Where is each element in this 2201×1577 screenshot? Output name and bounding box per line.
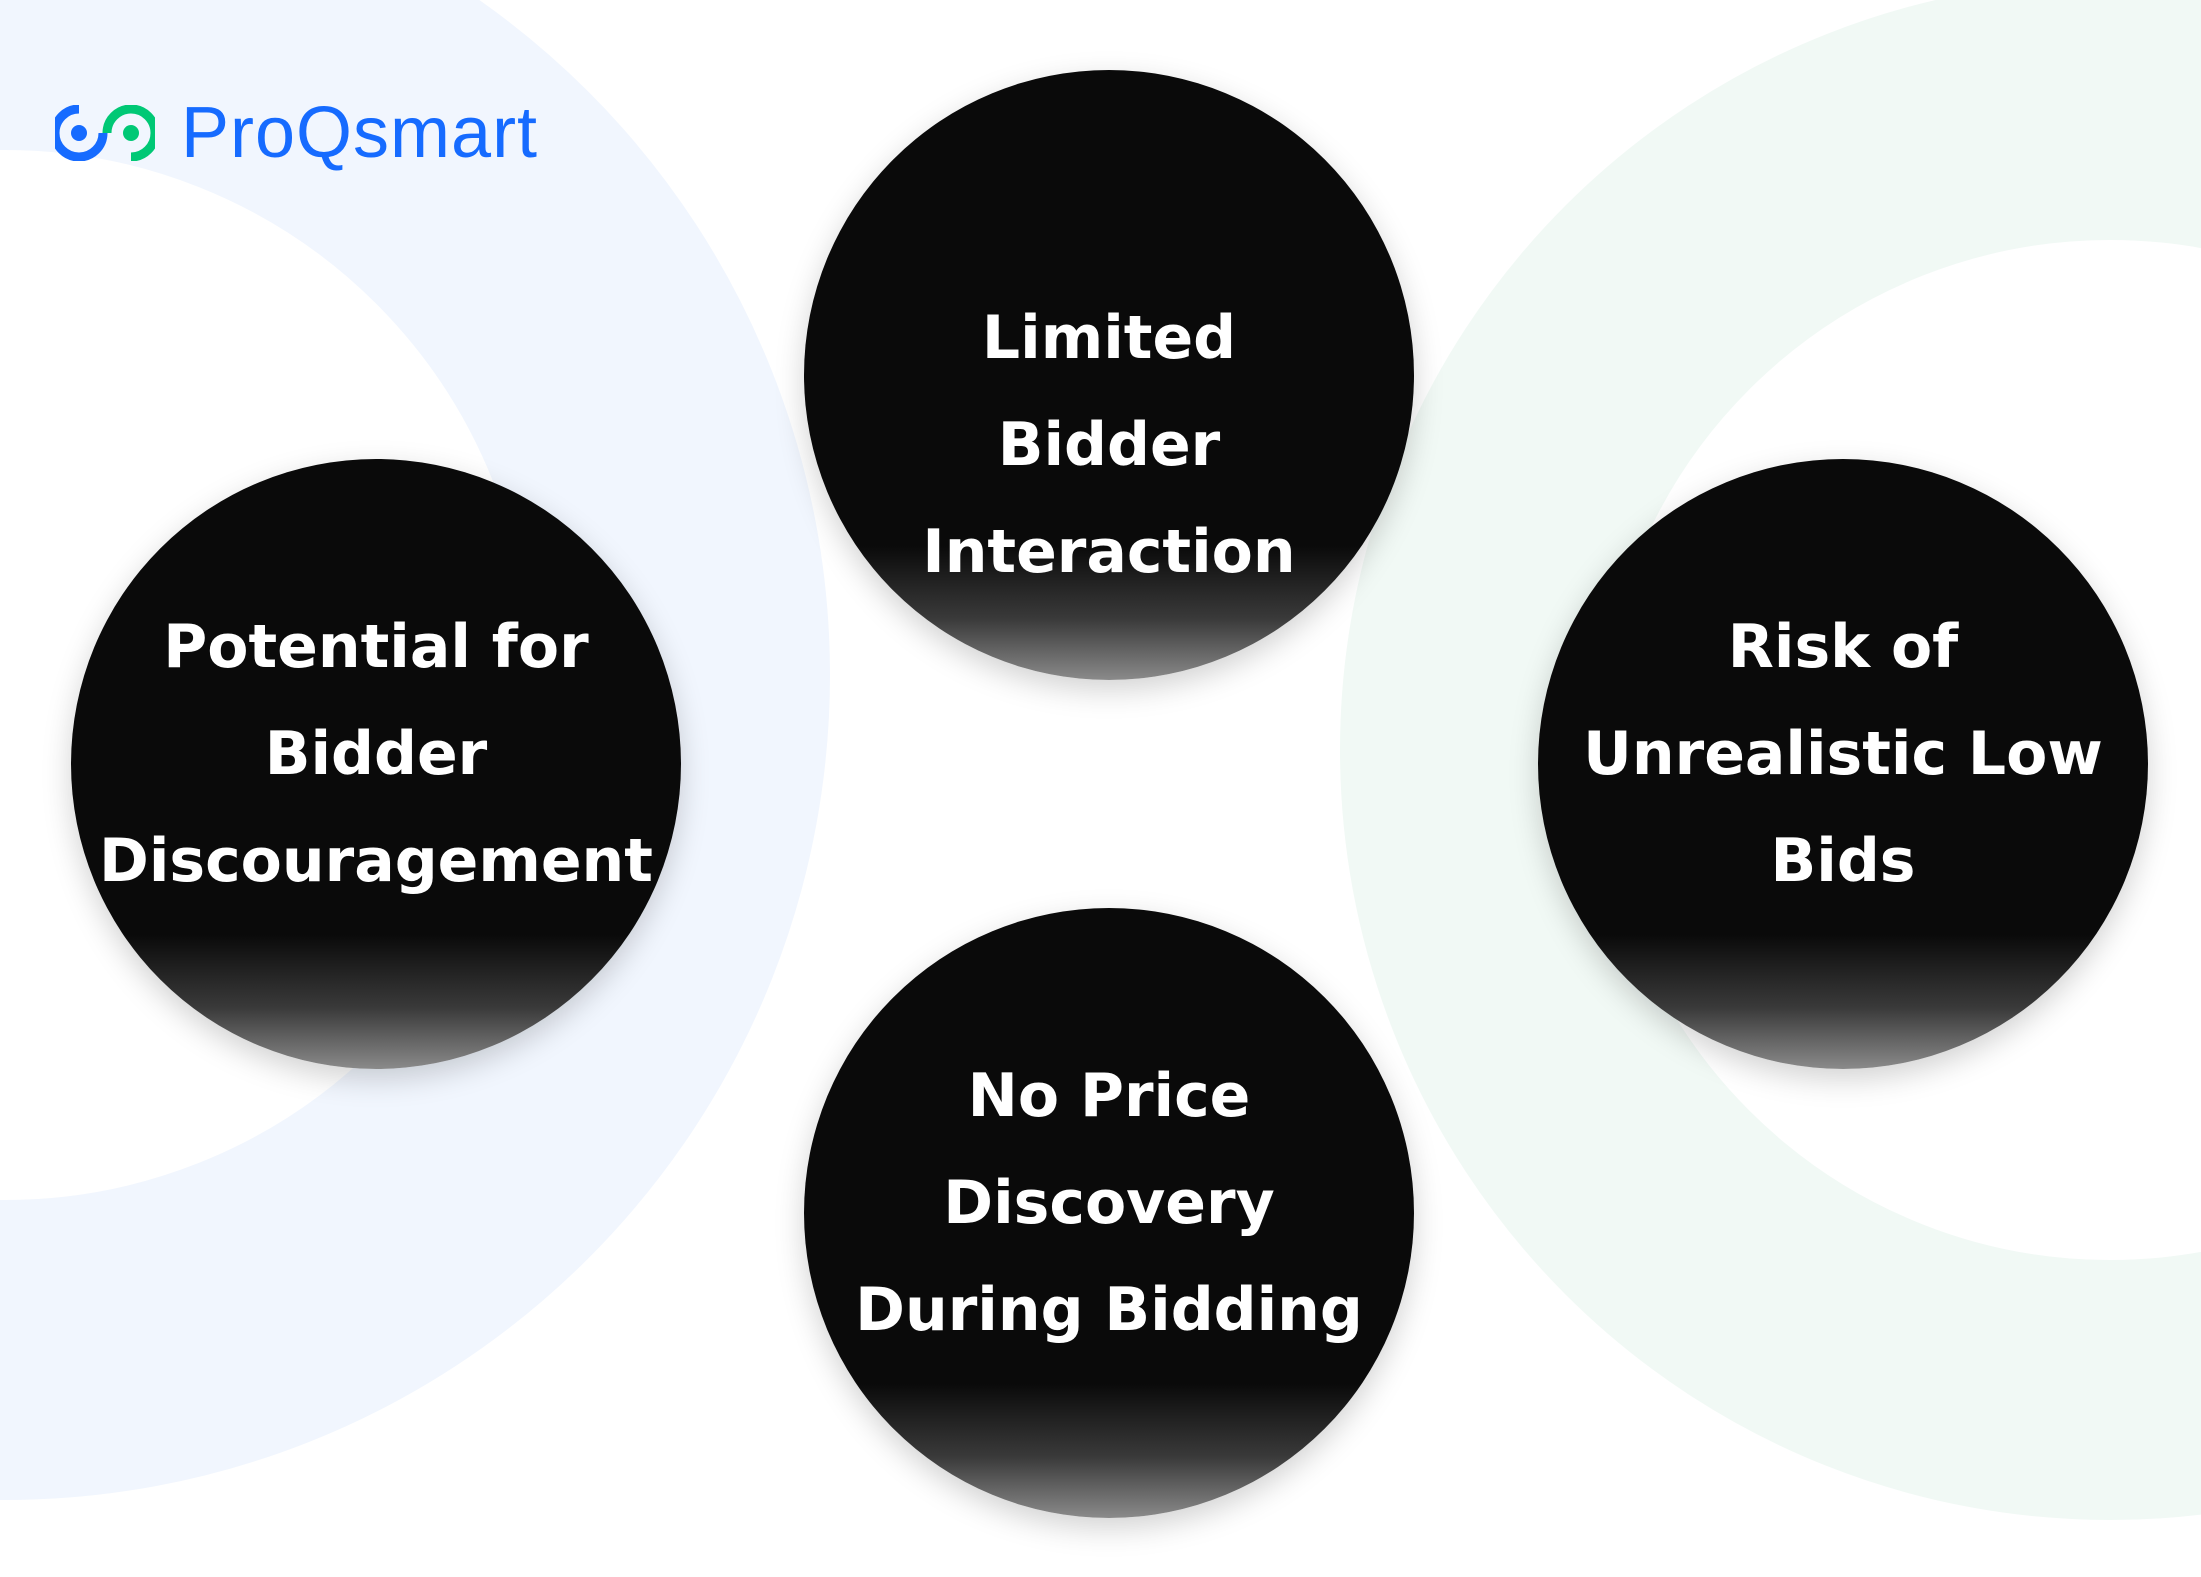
background-arc-blue bbox=[0, 0, 830, 1500]
item-circle-limited-bidder-interaction: Limited Bidder Interaction bbox=[804, 70, 1414, 680]
background-arc-green bbox=[1340, 0, 2201, 1520]
proqsmart-logo-icon bbox=[55, 105, 155, 161]
item-label: Potential for Bidder Discouragement bbox=[99, 611, 653, 896]
item-circle-potential-bidder-discouragement: Potential for Bidder Discouragement bbox=[71, 459, 681, 1069]
item-label: No Price Discovery During Bidding bbox=[855, 1060, 1363, 1345]
brand-name: ProQsmart bbox=[181, 93, 539, 173]
item-circle-unrealistic-low-bids: Risk of Unrealistic Low Bids bbox=[1538, 459, 2148, 1069]
item-label: Limited Bidder Interaction bbox=[922, 303, 1296, 587]
brand-logo: ProQsmart bbox=[55, 92, 538, 174]
item-circle-no-price-discovery: No Price Discovery During Bidding bbox=[804, 908, 1414, 1518]
item-label: Risk of Unrealistic Low Bids bbox=[1583, 611, 2103, 896]
